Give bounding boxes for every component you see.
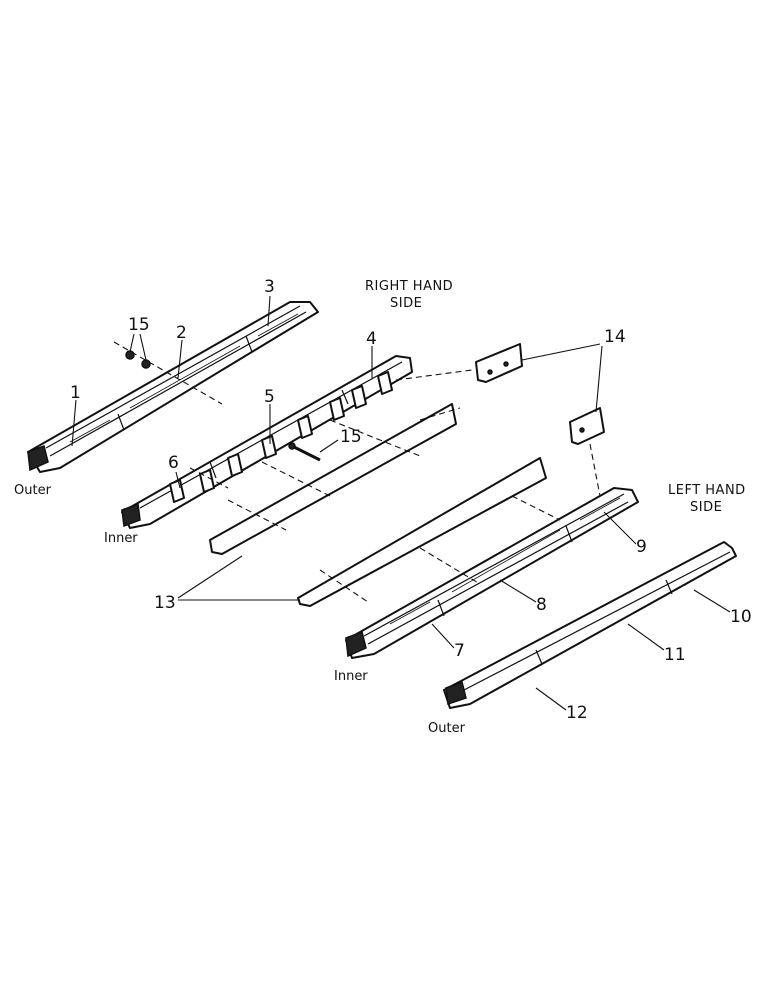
- right-hand-heading-line2: SIDE: [390, 296, 422, 311]
- callout-4: 4: [366, 329, 377, 349]
- label-outer-left: Outer: [428, 721, 466, 736]
- callout-15-bolt: 15: [340, 427, 362, 447]
- callout-12: 12: [566, 703, 588, 723]
- wear-plate-upper: [209, 403, 457, 555]
- leader-lines: [71, 295, 731, 711]
- callout-6: 6: [168, 453, 179, 473]
- callout-13: 13: [154, 593, 176, 613]
- callout-1: 1: [70, 383, 81, 403]
- label-outer-right: Outer: [14, 483, 52, 498]
- callout-10: 10: [730, 607, 752, 627]
- callout-11: 11: [664, 645, 686, 665]
- nuts: [125, 350, 151, 369]
- callout-3: 3: [264, 277, 275, 297]
- rail-inner-right: [121, 355, 413, 529]
- guide-plate-lower: [569, 407, 605, 445]
- bolt: [288, 442, 321, 462]
- callout-2: 2: [176, 323, 187, 343]
- callout-14: 14: [604, 327, 626, 347]
- callout-15-nuts: 15: [128, 315, 150, 335]
- guide-plate-upper: [475, 343, 523, 383]
- left-hand-heading-line2: SIDE: [690, 500, 722, 515]
- rail-outer-left: [443, 541, 737, 709]
- rail-outer-right: [27, 301, 319, 473]
- label-inner-left: Inner: [334, 669, 368, 684]
- right-hand-heading-line1: RIGHT HAND: [365, 279, 453, 294]
- callout-9: 9: [636, 537, 647, 557]
- label-inner-right: Inner: [104, 531, 138, 546]
- callout-5: 5: [264, 387, 275, 407]
- wear-plate-lower: [297, 457, 547, 607]
- callout-8: 8: [536, 595, 547, 615]
- alignment-lines: [113, 341, 601, 603]
- rail-inner-left: [345, 487, 639, 659]
- mounting-bracket: [169, 371, 393, 503]
- left-hand-heading-line1: LEFT HAND: [668, 483, 746, 498]
- callout-7: 7: [454, 641, 465, 661]
